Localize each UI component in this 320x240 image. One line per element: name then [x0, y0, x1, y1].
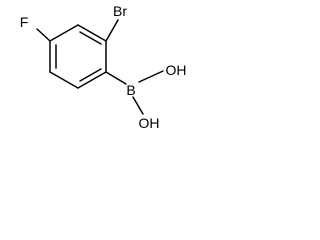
benzene-ring — [49, 24, 107, 89]
bromine-label: Br — [113, 3, 127, 19]
bond-b-oh-upper — [138, 70, 164, 83]
bond-c-f — [36, 28, 51, 42]
bond-c1-c2-inner — [79, 31, 102, 45]
hydroxyl-lower-label: OH — [139, 115, 160, 131]
hydroxyl-upper-label: OH — [166, 62, 187, 78]
bond-c3-c4-inner — [79, 68, 102, 82]
fluorine-label: F — [20, 14, 29, 30]
bond-b-oh-lower — [132, 96, 144, 115]
bond-c4-c5 — [49, 71, 79, 89]
bond-c-b — [105, 71, 127, 85]
bond-c6-c1 — [49, 24, 79, 42]
bond-c-br — [105, 19, 119, 42]
bond-c3-c4 — [77, 71, 107, 89]
boron-label: B — [126, 82, 135, 98]
bond-c1-c2 — [77, 24, 107, 42]
molecule-structure: F Br B OH OH — [20, 3, 187, 131]
